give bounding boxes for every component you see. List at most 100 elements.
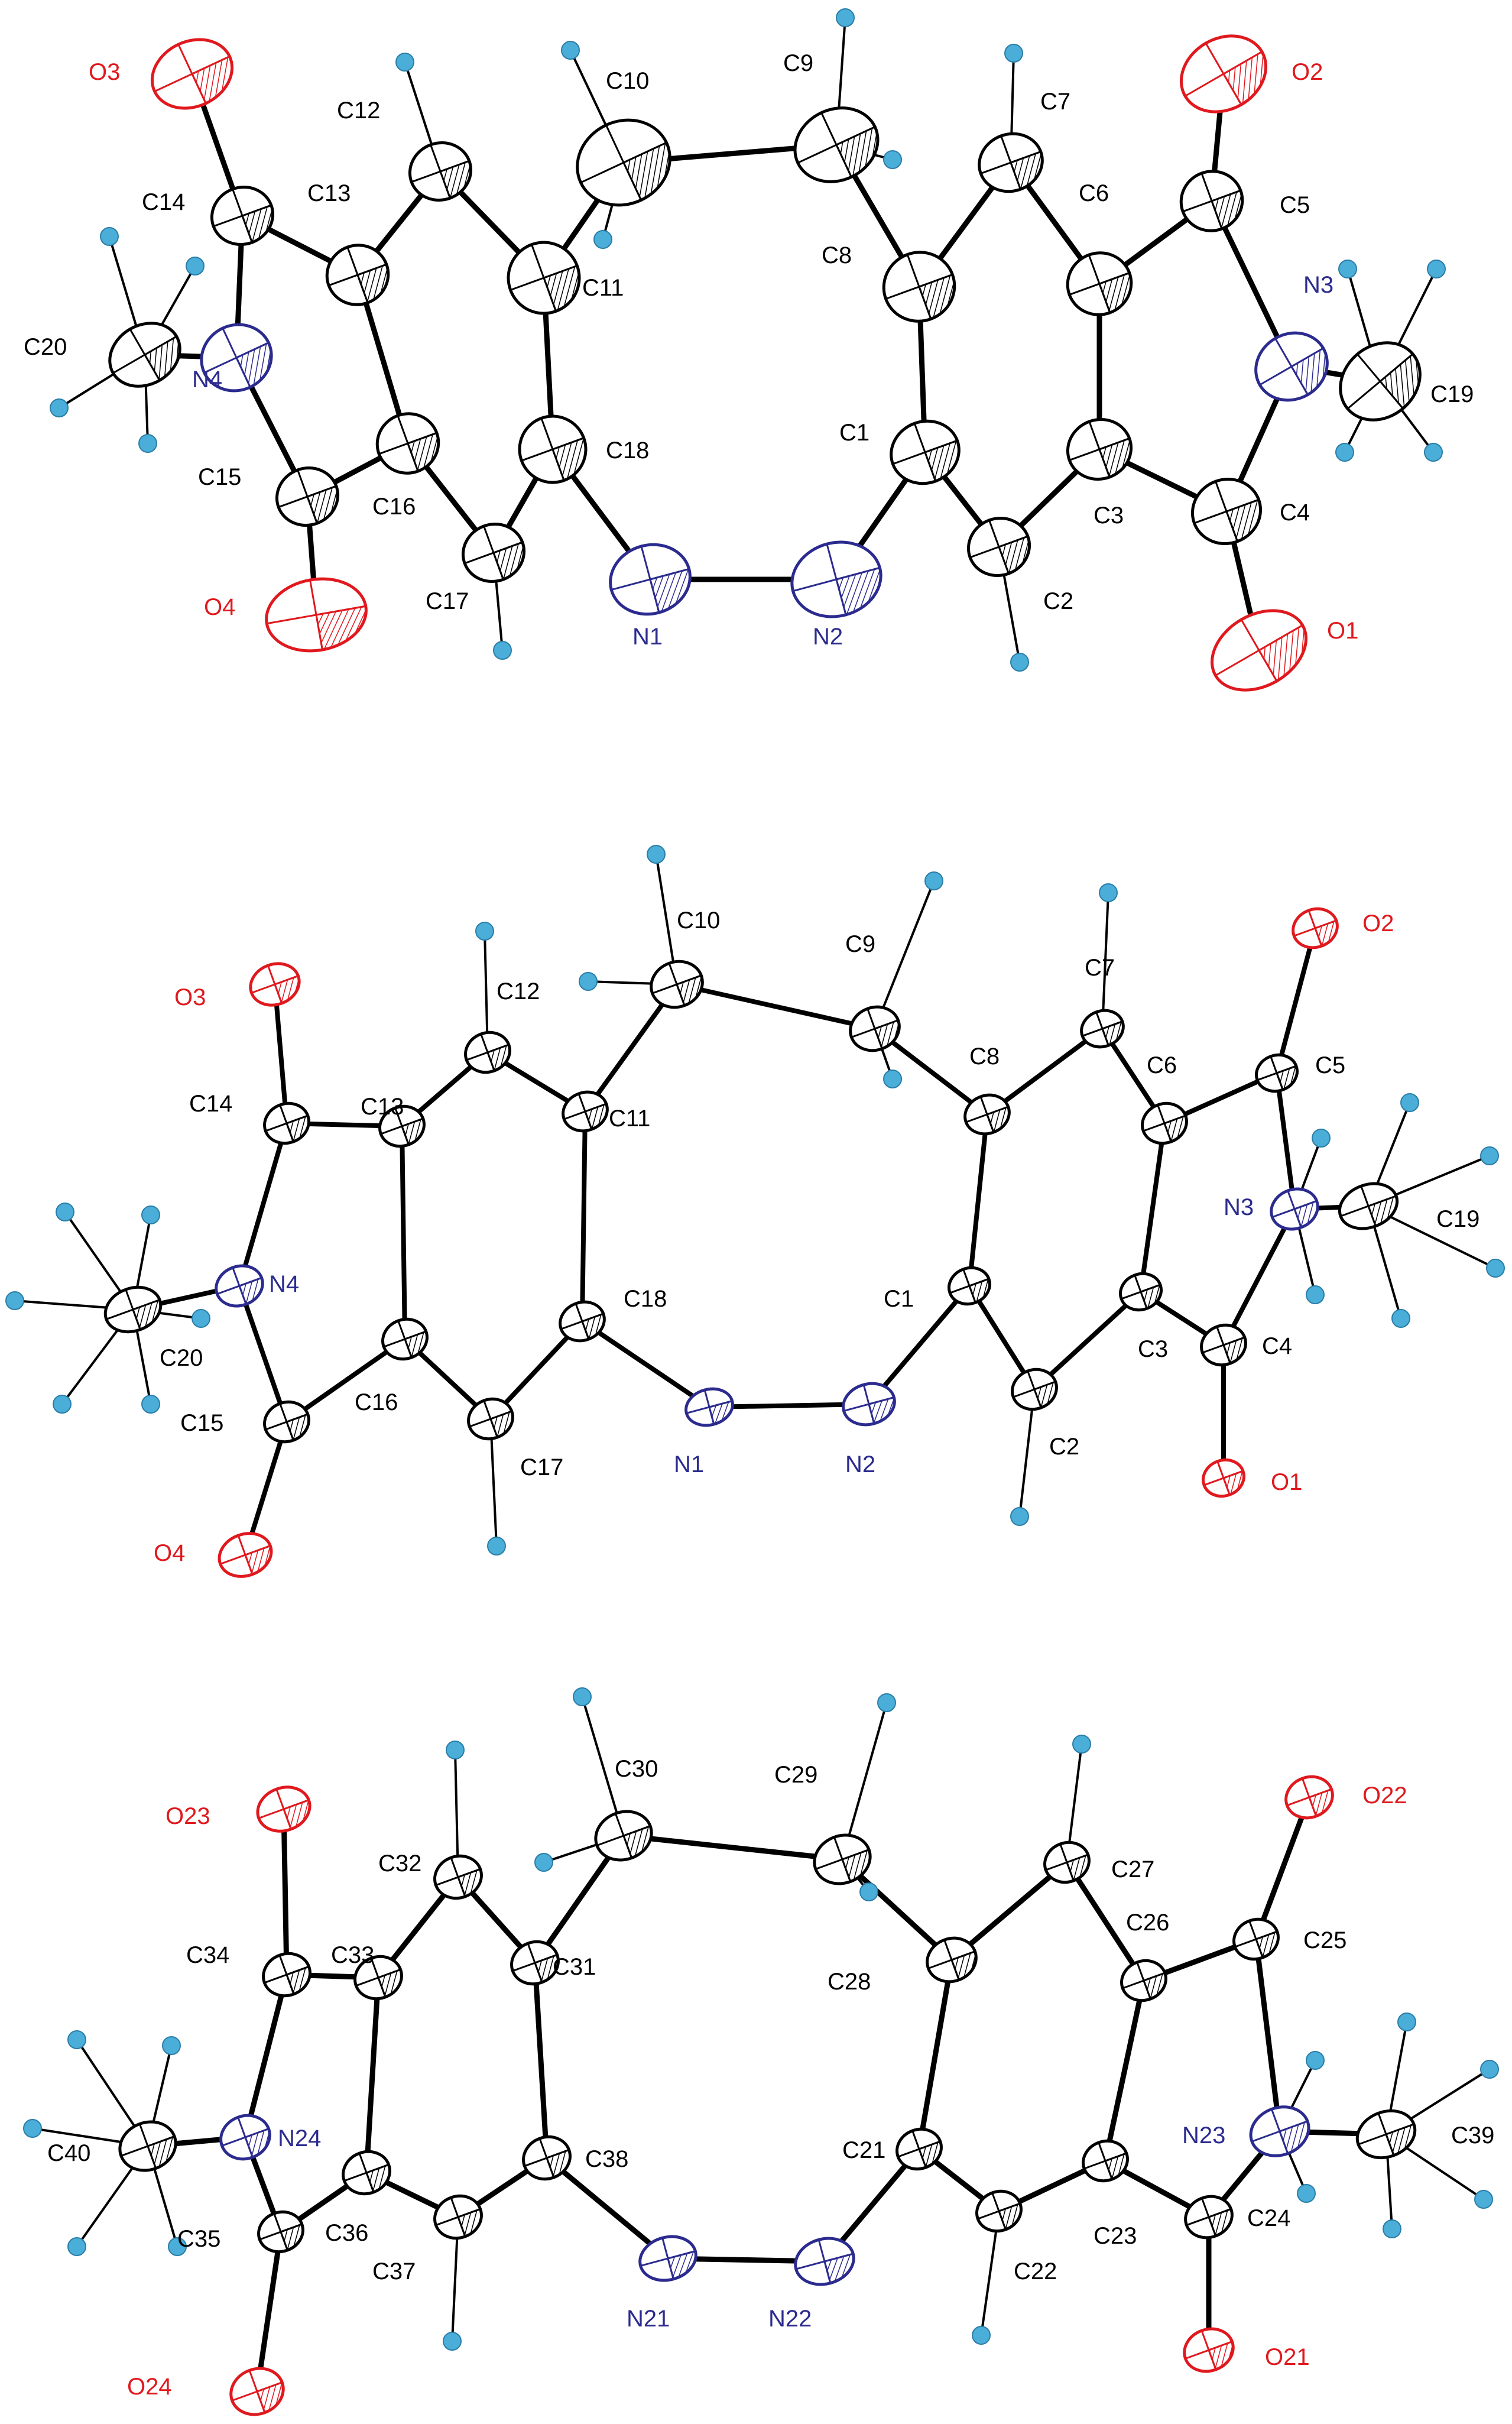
structure-1-label-C16: C16 [372,494,416,520]
structure-1-hydrogen-atom-8 [1338,260,1357,278]
structure-2-hydrogen-atom-15 [141,1205,160,1224]
structure-3-atom-C37 [433,2194,483,2240]
structure-1-atom-N2 [790,540,882,618]
structure-2-hydrogen-atom-7 [487,1537,506,1555]
structure-3-atom-C36 [342,2150,391,2196]
structure-3-hydrogen-atom-0 [972,2326,991,2345]
structure-3-hydrogen-atom-14 [67,2030,86,2049]
structure-3-label-C26: C26 [1126,1910,1169,1936]
structure-2-label-C8: C8 [969,1044,1000,1070]
structure-3-hydrogen-atom-9 [1480,2060,1499,2079]
structure-2-atom-C19 [1338,1182,1399,1230]
structure-2-label-C10: C10 [677,908,720,934]
structure-2-atom-C3 [1119,1272,1163,1312]
structure-2-label-C2: C2 [1049,1434,1079,1460]
structure-3-bond-C34-O23 [281,1806,290,1978]
structure-3-bond-C35-O24 [254,2229,284,2394]
structure-3-atom-N24 [219,2114,271,2161]
structure-2-atom-C14 [263,1101,310,1145]
structure-3-label-O24: O24 [127,2374,172,2400]
structure-3-atom-N21 [638,2235,697,2282]
structure-2-hydrogen-atom-2 [924,871,943,890]
structure-2-atom-O3 [249,962,301,1007]
structure-3-label-C32: C32 [378,1851,421,1877]
structure-3-atom-C26 [1120,1959,1167,2002]
structure-1-atom-O4 [265,577,368,653]
structure-3-hydrogen-atom-15 [162,2036,181,2055]
structure-2-label-O3: O3 [174,984,206,1010]
structure-1-hydrogen-atom-7 [493,641,512,660]
structure-2-hydrogen-atom-8 [1400,1093,1419,1112]
structure-2-h-bond-1 [1101,892,1109,1030]
structure-3-atom-N22 [794,2237,855,2286]
structure-3-label-C31: C31 [553,1954,596,1980]
structure-2-hydrogen-atom-13 [1306,1285,1325,1304]
structure-2-hydrogen-atom-18 [141,1395,160,1414]
structure-2-label-C12: C12 [497,978,540,1004]
structure-1-hydrogen-atom-4 [561,41,580,60]
structure-2-label-C5: C5 [1315,1052,1345,1078]
structure-1-atom-C12 [408,141,473,202]
structure-1-label-C7: C7 [1040,89,1070,115]
structure-2-bond-C5-O2 [1274,926,1318,1075]
structure-1-hydrogen-atom-5 [593,230,612,249]
structure-2-bond-C9-C10 [674,982,877,1031]
structure-3-atom-C34 [262,1952,312,1998]
structure-1-label-C12: C12 [337,98,380,124]
structure-3-atom-C35 [257,2210,304,2254]
structure-2-hydrogen-atom-5 [579,972,598,991]
structure-1-label-C6: C6 [1079,180,1109,206]
structure-2-atom-O4 [218,1532,273,1578]
structure-3-label-O21: O21 [1265,2344,1310,2370]
structure-1-atom-C14 [210,186,275,246]
structure-2-label-C3: C3 [1138,1336,1168,1362]
structure-2-label-O1: O1 [1271,1469,1302,1495]
structure-3-bond-N23-C25 [1253,1936,1283,2134]
structure-2-bond-C8-C1 [967,1112,989,1288]
structure-1-label-C4: C4 [1280,500,1310,526]
structure-1-atom-C5 [1179,170,1244,232]
structure-2-hydrogen-atom-1 [1099,883,1118,902]
structure-2-label-N3: N3 [1224,1194,1254,1220]
structure-3-hydrogen-atom-7 [443,2332,462,2351]
structure-1-atom-C19 [1339,341,1422,422]
structure-1-label-C8: C8 [822,242,852,268]
structure-3-atom-C39 [1355,2109,1417,2160]
structure-2-atom-O2 [1292,907,1339,949]
structure-2-atom-C10 [650,960,704,1009]
structure-2-atom-C4 [1200,1323,1247,1367]
structure-3-label-C30: C30 [615,1756,658,1782]
structure-3-label-C24: C24 [1247,2205,1290,2231]
structure-3-label-C38: C38 [585,2146,628,2172]
structure-1-atom-C17 [461,523,526,583]
structure-3-label-C22: C22 [1014,2258,1057,2284]
structure-2-atom-C7 [1080,1009,1125,1049]
structure-2-atom-C5 [1255,1053,1299,1093]
structure-2-atom-C6 [1141,1101,1188,1145]
structure-2-label-C4: C4 [1262,1333,1292,1359]
structure-3-label-O23: O23 [166,1803,210,1829]
structure-2-hydrogen-atom-9 [1480,1146,1499,1165]
structure-2-atom-C11 [562,1090,609,1133]
structure-1-atom-C15 [275,466,340,527]
structure-2-label-C20: C20 [160,1345,203,1371]
structure-3-h-bond-2 [841,1702,888,1861]
structure-3-atom-C38 [522,2135,572,2181]
structure-2-bond-C15-C16 [284,1337,407,1424]
structure-2-atom-C18 [559,1300,606,1343]
structure-3-bond-C33-C36 [364,1975,381,2176]
structure-3-hydrogen-atom-4 [573,1687,592,1706]
structure-1-atom-C16 [375,412,440,475]
structure-1-label-C2: C2 [1043,588,1073,614]
structure-2-hydrogen-atom-0 [1010,1507,1029,1526]
structure-1-hydrogen-atom-11 [1424,443,1443,462]
structure-3-label-C33: C33 [331,1942,374,1968]
structure-3-atom-C29 [813,1833,872,1885]
structure-1-hydrogen-atom-15 [138,434,157,453]
structure-3-atom-C23 [1082,2139,1129,2183]
structure-3-atom-C22 [975,2189,1023,2233]
structure-3-bond-C28-C21 [916,1957,955,2152]
structure-3-hydrogen-atom-12 [1306,2051,1325,2070]
structure-3-atom-C27 [1043,1840,1091,1884]
